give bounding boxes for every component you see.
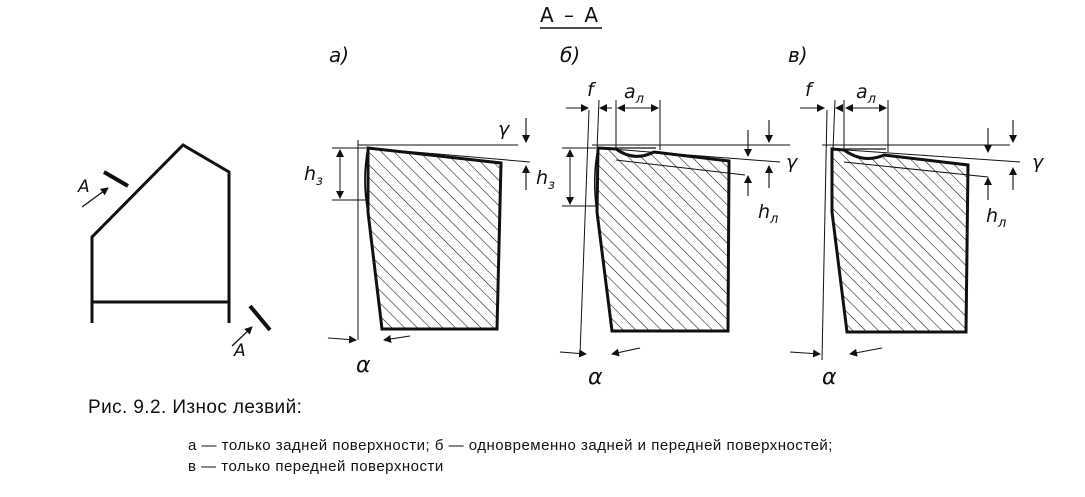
figure-legend-line-1: а — только задней поверхности; б — однов… (188, 437, 833, 454)
section-title: А – А (540, 3, 600, 27)
view-b: б) γ hл aл f (536, 43, 799, 390)
section-mark-lower: А (233, 341, 246, 361)
figure-legend-line-2: в — только передней поверхности (188, 458, 444, 475)
view-b-alpha: α (588, 365, 603, 390)
view-v-h-face: hл (986, 205, 1006, 231)
section-mark-upper: А (77, 177, 90, 197)
view-b-tool-section (595, 146, 731, 333)
view-v-a-face: aл (856, 81, 876, 107)
view-b-label: б) (560, 43, 580, 67)
tool-plan-view: А А (77, 143, 272, 361)
section-cut-mark-lower (248, 304, 272, 332)
view-a-label: а) (329, 43, 349, 67)
view-b-h-face: hл (758, 201, 778, 227)
view-v-f: f (805, 79, 815, 101)
view-a-gamma: γ (498, 118, 511, 140)
view-a: а) γ hз α (304, 43, 531, 378)
view-b-gamma: γ (786, 151, 799, 173)
section-cut-mark-upper (102, 170, 130, 188)
view-a-tool-section (366, 146, 503, 331)
view-v-gamma: γ (1032, 151, 1045, 173)
figure-caption: Рис. 9.2. Износ лезвий: (88, 397, 303, 418)
view-a-alpha: α (356, 353, 371, 378)
view-a-h-flank: hз (304, 163, 323, 189)
view-v: в) γ hл aл f α (788, 43, 1045, 390)
view-v-alpha: α (822, 365, 837, 390)
view-v-label: в) (788, 43, 808, 67)
view-v-tool-section (830, 147, 970, 334)
view-b-a-face: aл (624, 81, 644, 107)
view-b-h-flank: hз (536, 167, 555, 193)
view-b-f: f (587, 79, 597, 101)
